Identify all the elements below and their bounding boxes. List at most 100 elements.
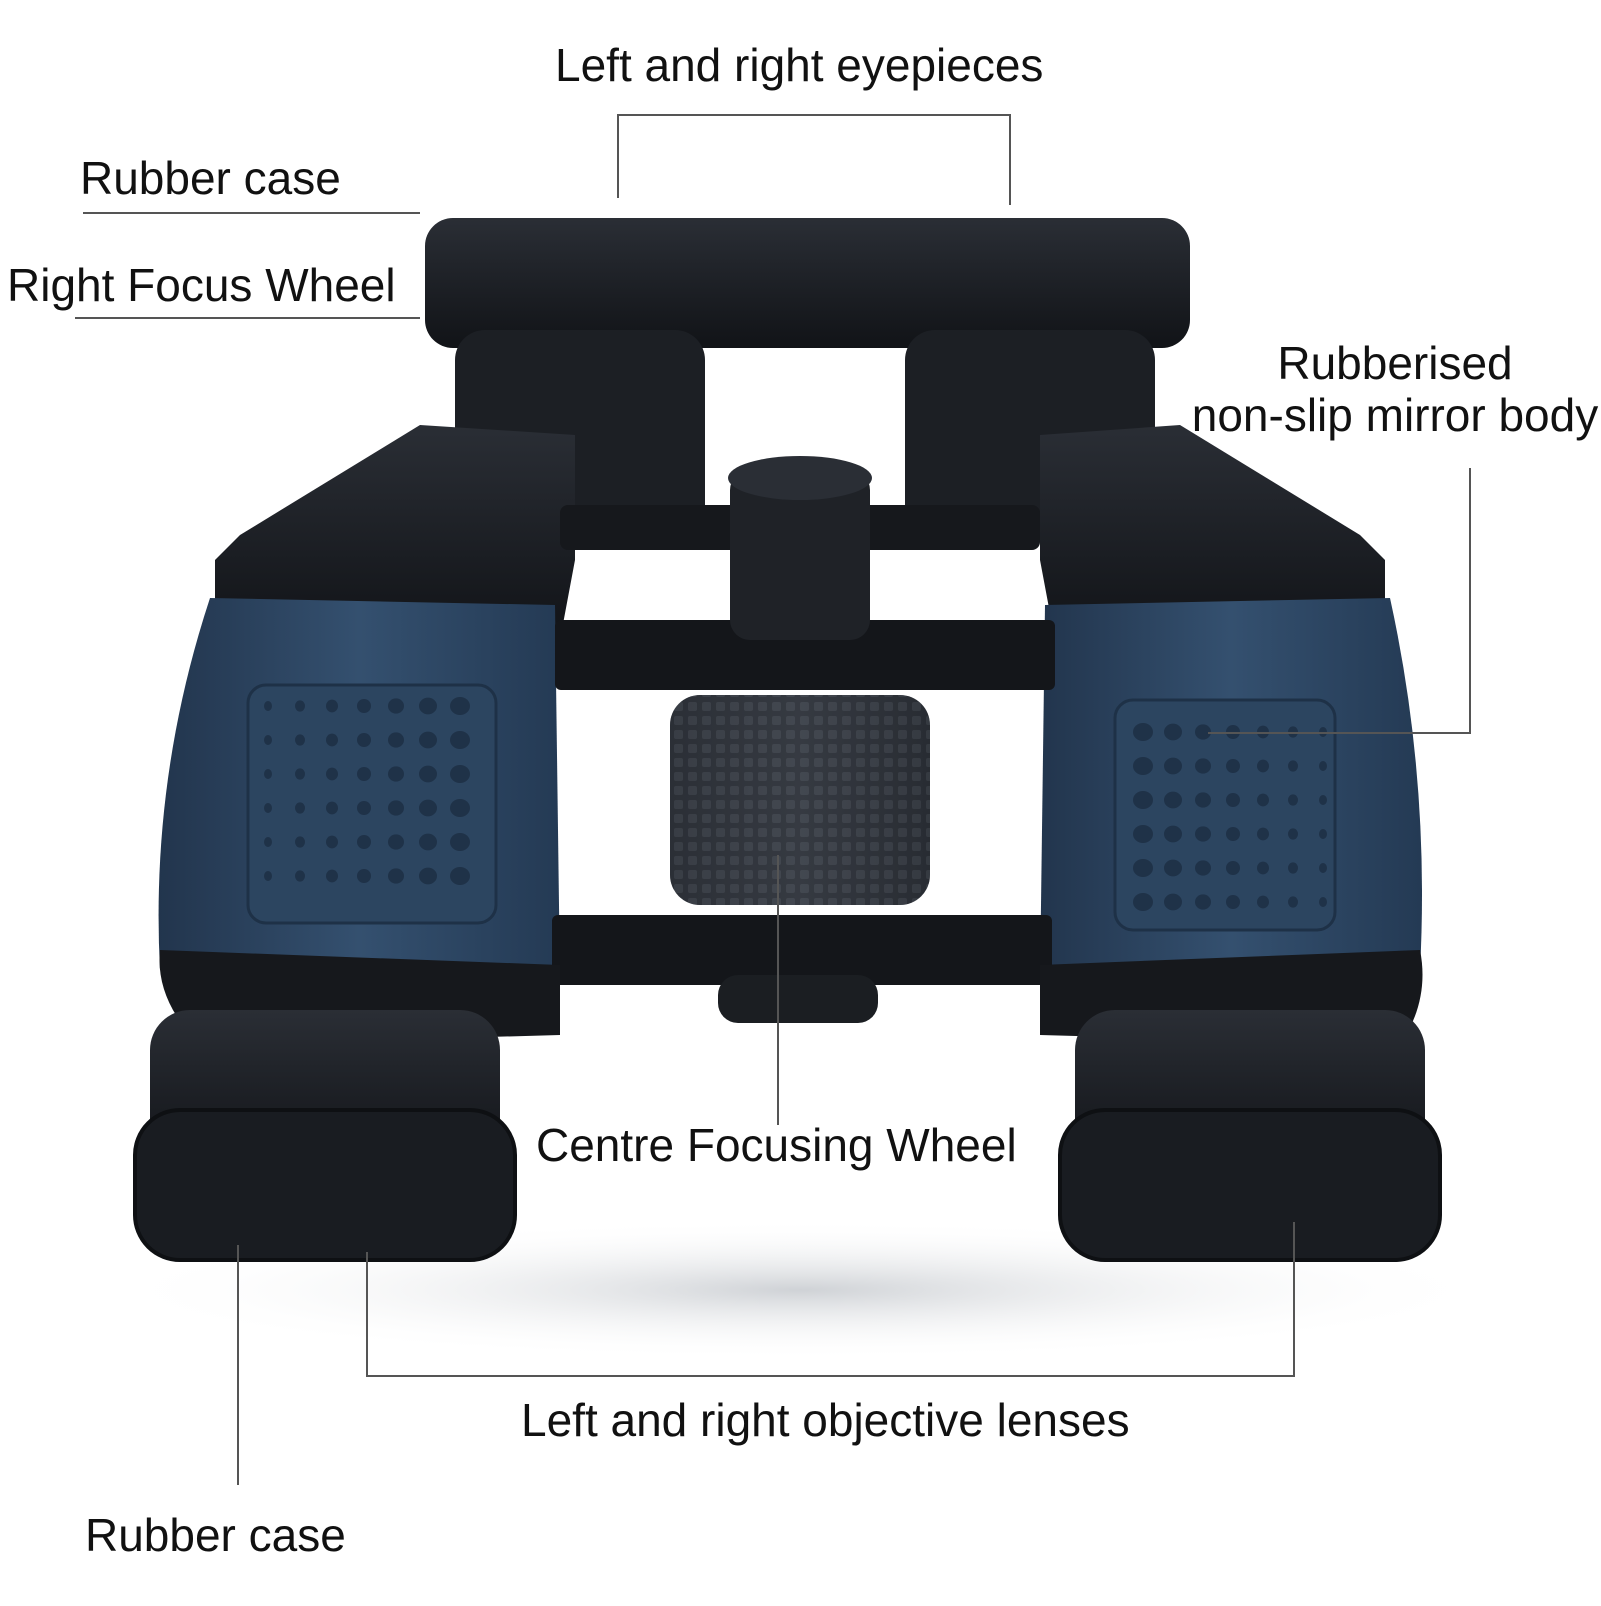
grip-dot [1195, 792, 1211, 808]
grip-dot [1195, 724, 1211, 740]
right-focus-wheel-label: Right Focus Wheel [7, 259, 396, 311]
grip-dot [1133, 791, 1153, 809]
grip-dot [450, 697, 470, 715]
grip-dot [1195, 894, 1211, 910]
left-objective-rubber-case [133, 1108, 517, 1262]
grip-dot [326, 733, 338, 747]
grip-dot [326, 801, 338, 815]
grip-dot [1133, 859, 1153, 877]
grip-dot [1257, 861, 1269, 875]
grip-dot [1164, 757, 1182, 775]
grip-dot [1319, 829, 1327, 839]
grip-dot [388, 800, 404, 816]
grip-dot [357, 733, 371, 747]
grip-dot [295, 870, 305, 882]
grip-dot [295, 734, 305, 746]
objective-lenses-leader [366, 1222, 1295, 1377]
eyepiece-bridge [425, 218, 1190, 348]
focus-post-bottom [718, 975, 878, 1023]
grip-dot [450, 765, 470, 783]
lower-hinge-arm [552, 915, 1052, 985]
middle-hinge-arm [555, 620, 1055, 690]
focus-cap [728, 456, 872, 500]
grip-dot [1288, 896, 1298, 908]
left-grip-dots [264, 697, 470, 885]
grip-dot [450, 799, 470, 817]
grip-dot [419, 765, 437, 783]
eyepieces-label: Left and right eyepieces [555, 39, 1044, 91]
left-housing-shoulder [215, 425, 575, 640]
grip-dot [450, 867, 470, 885]
grip-dot [357, 835, 371, 849]
grip-dot [295, 802, 305, 814]
grip-dot [388, 698, 404, 714]
grip-dot [419, 867, 437, 885]
grip-dot [1226, 895, 1240, 909]
right-housing-shoulder [1040, 425, 1385, 640]
grip-dot [1164, 791, 1182, 809]
grip-dot [264, 803, 272, 813]
mirror-body-leader [1208, 468, 1471, 734]
focus-wheel-shading [670, 695, 930, 905]
grip-dot [1288, 794, 1298, 806]
grip-dot [264, 769, 272, 779]
grip-dot [1164, 893, 1182, 911]
grip-dot [1226, 759, 1240, 773]
grip-dot [1133, 893, 1153, 911]
grip-dot [450, 731, 470, 749]
mirror-body-label: Rubberised non-slip mirror body [1185, 337, 1601, 441]
right-objective-rubber-case [1058, 1108, 1442, 1262]
grip-dot [1257, 895, 1269, 909]
objective-lenses-label: Left and right objective lenses [521, 1394, 1130, 1446]
grip-dot [1226, 793, 1240, 807]
grip-dot [1319, 897, 1327, 907]
grip-dot [264, 837, 272, 847]
mirror-body-label-line1: Rubberised [1277, 337, 1513, 389]
grip-dot [357, 767, 371, 781]
grip-dot [1164, 859, 1182, 877]
grip-dot [1133, 757, 1153, 775]
grip-dot [1195, 826, 1211, 842]
leader-lines [75, 114, 1471, 1485]
grip-dot [326, 835, 338, 849]
grip-dot [357, 801, 371, 815]
grip-dot [326, 767, 338, 781]
grip-dot [1257, 827, 1269, 841]
grip-dot [450, 833, 470, 851]
grip-dot [1164, 825, 1182, 843]
grip-dot [388, 766, 404, 782]
grip-dot [1195, 758, 1211, 774]
grip-dot [357, 869, 371, 883]
rubber-case-bottom-label: Rubber case [85, 1509, 346, 1561]
eyepieces-leader [617, 114, 1011, 205]
grip-dot [1195, 860, 1211, 876]
grip-dot [1288, 862, 1298, 874]
centre-focusing-wheel-label: Centre Focusing Wheel [536, 1119, 1017, 1171]
grip-dot [1319, 863, 1327, 873]
grip-dot [1164, 723, 1182, 741]
grip-dot [1133, 825, 1153, 843]
grip-dot [388, 732, 404, 748]
grip-dot [357, 699, 371, 713]
grip-dot [388, 834, 404, 850]
grip-dot [419, 731, 437, 749]
grip-dot [1288, 828, 1298, 840]
grip-dot [419, 697, 437, 715]
grip-dot [419, 833, 437, 851]
grip-dot [419, 799, 437, 817]
grip-dot [326, 699, 338, 713]
right-grip-dots [1133, 723, 1327, 911]
grip-dot [295, 836, 305, 848]
grip-dot [1257, 759, 1269, 773]
grip-dot [388, 868, 404, 884]
grip-dot [264, 871, 272, 881]
grip-dot [264, 735, 272, 745]
grip-dot [1133, 723, 1153, 741]
grip-dot [1288, 760, 1298, 772]
grip-dot [295, 700, 305, 712]
mirror-body-label-line2: non-slip mirror body [1191, 388, 1599, 441]
grip-dot [1319, 795, 1327, 805]
grip-dot [264, 701, 272, 711]
